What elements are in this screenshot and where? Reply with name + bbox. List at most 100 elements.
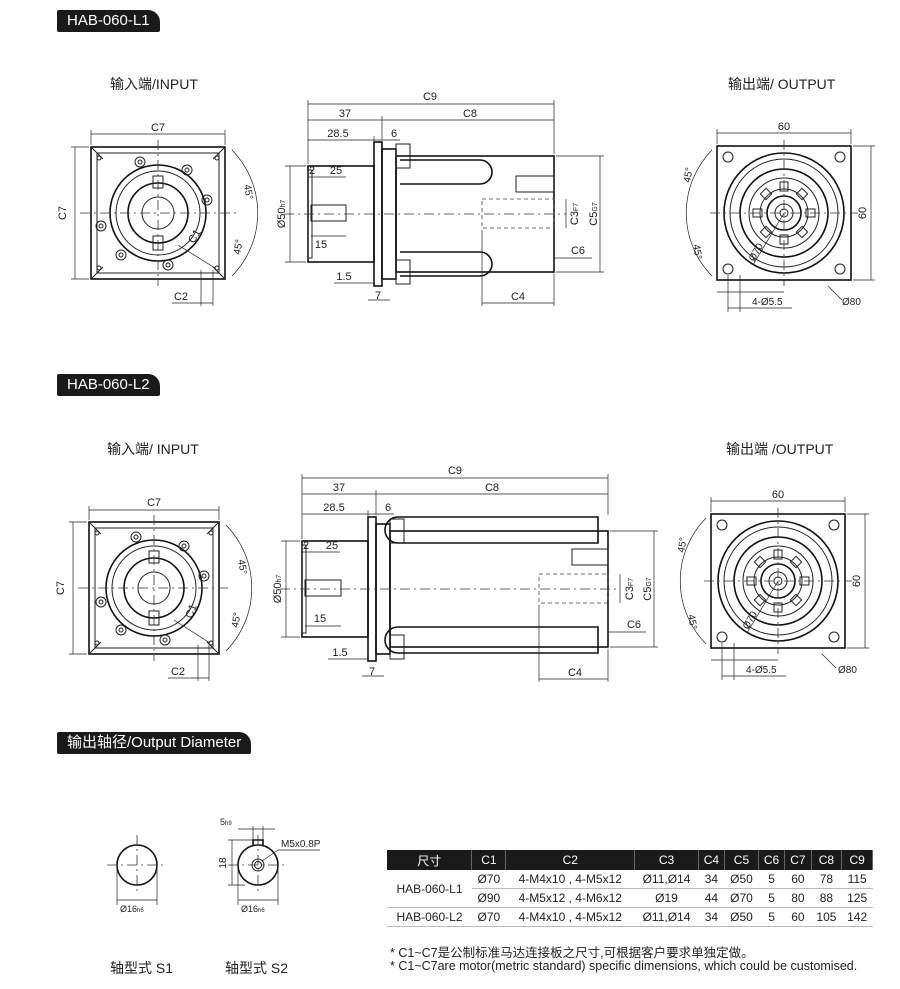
l2-out-angle-top: 45° — [676, 537, 689, 554]
l1-side-d50-value: Ø50 — [276, 208, 288, 229]
l2-side-d50-tol: h7 — [276, 575, 283, 583]
l1-side-28-5: 28.5 — [327, 128, 348, 140]
l1-in-c2: C2 — [174, 291, 188, 303]
cell-model: HAB-060-L1 — [387, 870, 472, 908]
l1-side-15: 15 — [315, 239, 327, 251]
header-c2: C2 — [505, 850, 636, 870]
s2-height: 18 — [218, 857, 229, 869]
table-row: HAB-060-L2 Ø70 4-M4x10 , 4-M5x12 Ø11,Ø14… — [387, 907, 873, 927]
l2-side-d50: Ø50h7 — [272, 575, 284, 604]
l1-in-c1: C1 — [186, 227, 203, 245]
l1-input-label: 输入端/INPUT — [110, 76, 198, 92]
cell-c9: 125 — [841, 888, 873, 908]
l2-out-holes: 4-Ø5.5 — [746, 665, 777, 676]
l1-side-c3: C3F7 — [569, 203, 581, 225]
l2-side-37: 37 — [333, 482, 345, 494]
s2-diameter: Ø16h6 — [241, 904, 265, 914]
s1-diameter-value: Ø16 — [120, 904, 137, 914]
table-row: Ø90 4-M5x12 , 4-M6x12 Ø19 44 Ø70 5 80 88… — [387, 888, 873, 908]
cell-c3: Ø19 — [634, 888, 699, 908]
shaft-s2-view: 5h9 M5x0.8P 18 Ø16h6 — [218, 817, 321, 914]
cell-c5: Ø50 — [724, 907, 759, 927]
s2-key-width-tol: h9 — [225, 821, 232, 827]
l1-out-60-side: 60 — [857, 207, 869, 219]
l1-side-c8: C8 — [463, 108, 477, 120]
cell-c1: Ø70 — [471, 907, 506, 927]
l1-side-25: 25 — [330, 165, 342, 177]
s2-diameter-tol: h6 — [258, 908, 265, 914]
l2-out-d80: Ø80 — [838, 665, 857, 676]
table-row: HAB-060-L1 Ø70 4-M4x10 , 4-M5x12 Ø11,Ø14… — [387, 870, 873, 908]
l2-out-60-side: 60 — [851, 575, 863, 587]
l2-in-angle-bottom: 45° — [230, 612, 243, 629]
l1-side-6: 6 — [391, 128, 397, 140]
l1-side-1-5: 1.5 — [336, 271, 351, 283]
l1-out-d80: Ø80 — [842, 297, 861, 308]
l2-out-angle-bottom: 45° — [685, 614, 698, 631]
cell-c7: 60 — [784, 907, 812, 927]
l2-side-15: 15 — [314, 613, 326, 625]
s2-diameter-value: Ø16 — [241, 904, 258, 914]
header-c1: C1 — [471, 850, 507, 870]
cell-c7: 60 — [784, 870, 812, 889]
spec-table: 尺寸 C1 C2 C3 C4 C5 C6 C7 C8 C9 HAB-060-L1… — [387, 850, 873, 927]
l1-in-c7-top: C7 — [151, 122, 165, 134]
l1-in-angle-bottom: 45° — [232, 239, 245, 256]
cell-c6: 5 — [758, 907, 785, 927]
l1-out-angle-bottom: 45° — [690, 244, 703, 261]
l1-side-view: C9 37 C8 28.5 6 2 25 15 1.5 7 C4 C6 Ø50h… — [276, 91, 604, 306]
l1-side-37: 37 — [339, 108, 351, 120]
l2-side-6: 6 — [385, 502, 391, 514]
cell-c9: 142 — [841, 907, 873, 927]
cell-c5: Ø70 — [724, 888, 759, 908]
l2-side-c6: C6 — [627, 619, 641, 631]
l1-input-view: C7 C7 C2 C1 45° 45° — [57, 122, 259, 306]
l2-side-25: 25 — [326, 540, 338, 552]
cell-model: HAB-060-L2 — [387, 907, 472, 927]
l2-side-c3-tol: F7 — [628, 578, 635, 586]
cell-c8: 78 — [811, 870, 842, 889]
section-title-l2: HAB-060-L2 — [57, 374, 160, 396]
header-c4: C4 — [698, 850, 726, 870]
l1-out-angle-top: 45° — [682, 167, 695, 184]
l1-output-view: 60 60 Ø70 4-Ø5.5 Ø80 45° 45° — [682, 121, 875, 312]
header-size: 尺寸 — [387, 850, 473, 870]
header-c7: C7 — [784, 850, 812, 870]
header-c6: C6 — [758, 850, 786, 870]
l1-side-c6: C6 — [571, 245, 585, 257]
cell-c4: 34 — [698, 907, 725, 927]
cell-c1: Ø70 — [471, 870, 506, 889]
l1-side-c5: C5G7 — [588, 202, 600, 226]
section-title-l1: HAB-060-L1 — [57, 10, 160, 32]
l2-input-view: C7 C7 C2 C1 45° 45° — [55, 497, 253, 681]
cell-c2: 4-M5x12 , 4-M6x12 — [505, 888, 635, 908]
l2-in-c7-top: C7 — [147, 497, 161, 509]
l2-out-60-top: 60 — [772, 489, 784, 501]
l2-in-angle-top: 45° — [235, 559, 248, 576]
l2-side-c5-value: C5 — [642, 587, 654, 601]
cell-c8: 105 — [811, 907, 842, 927]
l2-side-7: 7 — [369, 666, 375, 678]
l1-side-c9: C9 — [423, 91, 437, 103]
note-en: * C1~C7are motor(metric standard) specif… — [390, 959, 858, 973]
s1-diameter-tol: h6 — [137, 908, 144, 914]
l2-side-c9: C9 — [448, 465, 462, 477]
l1-side-c5-value: C5 — [588, 212, 600, 226]
l2-side-c8: C8 — [485, 482, 499, 494]
l2-side-c5-tol: G7 — [646, 577, 653, 586]
cell-c1: Ø90 — [471, 888, 506, 908]
s1-diameter: Ø16h6 — [120, 904, 144, 914]
l1-side-c5-tol: G7 — [592, 202, 599, 211]
l2-in-c7-side: C7 — [55, 581, 67, 595]
l2-side-c3-value: C3 — [624, 586, 636, 600]
cell-c6: 5 — [758, 888, 785, 908]
header-c3: C3 — [634, 850, 699, 870]
l2-side-c3: C3F7 — [624, 578, 636, 600]
l1-side-c3-value: C3 — [569, 211, 581, 225]
l2-output-view: 60 60 Ø70 4-Ø5.5 Ø80 45° 45° — [676, 489, 869, 680]
cell-c8: 88 — [811, 888, 842, 908]
section-title-output-diameter: 输出轴径/Output Diameter — [57, 732, 252, 754]
l1-side-c3-tol: F7 — [573, 203, 580, 211]
l2-output-label: 输出端 /OUTPUT — [726, 441, 834, 457]
